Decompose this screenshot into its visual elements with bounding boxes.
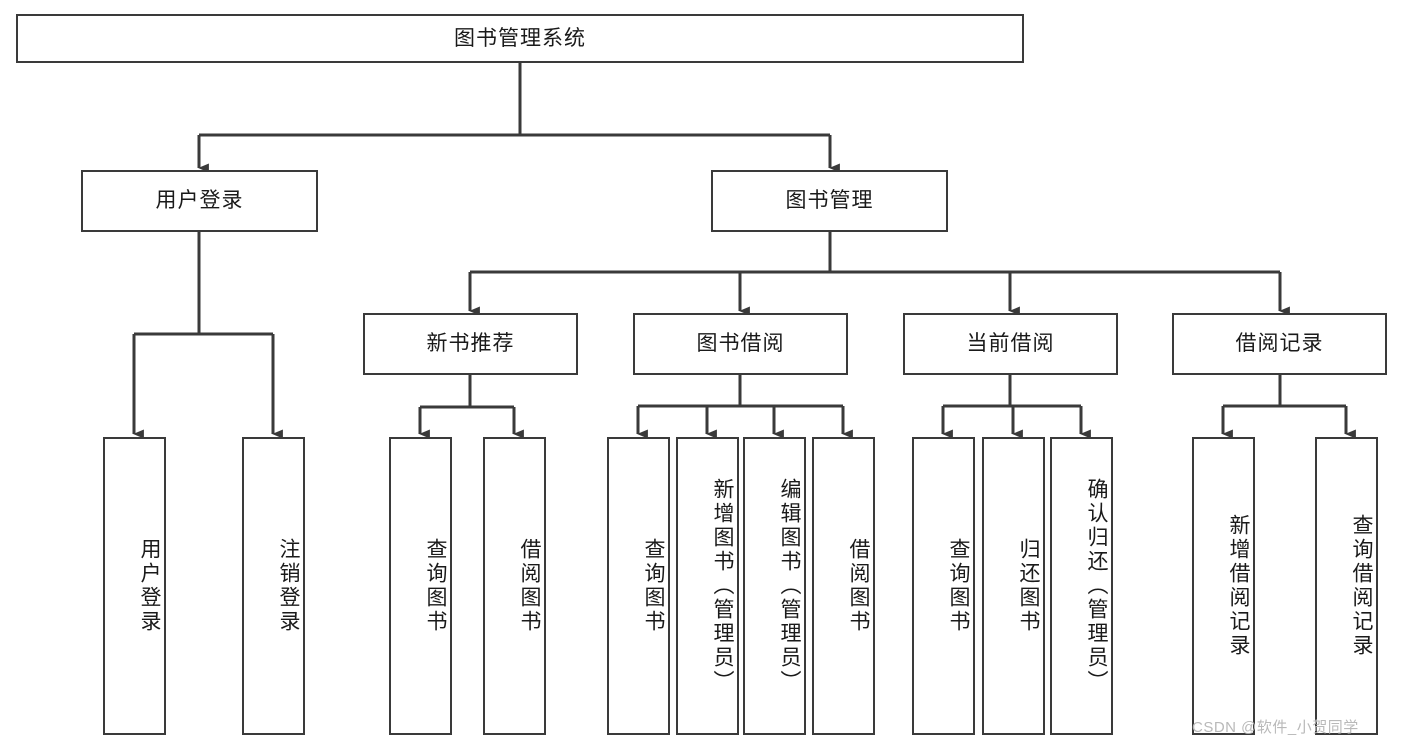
- node-leaf-bb-edit-label: 编辑图书（管理员）: [778, 478, 801, 694]
- node-leaf-cb-confirm[interactable]: 确认归还（管理员）: [1050, 437, 1113, 735]
- node-leaf-rec-borrow[interactable]: 借阅图书: [483, 437, 546, 735]
- node-leaf-cb-return-label: 归还图书: [1017, 538, 1040, 634]
- node-book-manage-label: 图书管理: [785, 189, 874, 213]
- node-leaf-user-logout-label: 注销登录: [277, 538, 300, 634]
- node-leaf-bb-borrow-label: 借阅图书: [847, 538, 870, 634]
- node-leaf-cb-query-label: 查询图书: [947, 538, 970, 634]
- node-user-login[interactable]: 用户登录: [81, 170, 318, 232]
- node-leaf-cb-query[interactable]: 查询图书: [912, 437, 975, 735]
- node-leaf-bb-query[interactable]: 查询图书: [607, 437, 670, 735]
- node-current-borrow[interactable]: 当前借阅: [903, 313, 1118, 375]
- node-leaf-bb-add[interactable]: 新增图书（管理员）: [676, 437, 739, 735]
- node-leaf-rec-query-label: 查询图书: [424, 538, 447, 634]
- node-leaf-user-login-label: 用户登录: [138, 538, 161, 634]
- node-leaf-rec-query[interactable]: 查询图书: [389, 437, 452, 735]
- node-user-login-label: 用户登录: [155, 189, 244, 213]
- csdn-watermark: CSDN @软件_小贺同学: [1192, 719, 1359, 736]
- node-current-borrow-label: 当前借阅: [966, 332, 1055, 356]
- node-book-borrow-label: 图书借阅: [696, 332, 785, 356]
- node-borrow-record[interactable]: 借阅记录: [1172, 313, 1387, 375]
- node-book-manage[interactable]: 图书管理: [711, 170, 948, 232]
- node-borrow-record-label: 借阅记录: [1235, 332, 1324, 356]
- node-root-label: 图书管理系统: [454, 26, 586, 50]
- node-leaf-br-add-label: 新增借阅记录: [1227, 514, 1250, 658]
- node-leaf-bb-borrow[interactable]: 借阅图书: [812, 437, 875, 735]
- node-new-book-rec-label: 新书推荐: [426, 332, 515, 356]
- node-leaf-cb-confirm-label: 确认归还（管理员）: [1085, 478, 1108, 694]
- node-leaf-br-add[interactable]: 新增借阅记录: [1192, 437, 1255, 735]
- node-leaf-br-query-label: 查询借阅记录: [1350, 514, 1373, 658]
- node-leaf-br-query[interactable]: 查询借阅记录: [1315, 437, 1378, 735]
- node-leaf-bb-edit[interactable]: 编辑图书（管理员）: [743, 437, 806, 735]
- node-leaf-bb-query-label: 查询图书: [642, 538, 665, 634]
- node-book-borrow[interactable]: 图书借阅: [633, 313, 848, 375]
- node-leaf-cb-return[interactable]: 归还图书: [982, 437, 1045, 735]
- node-leaf-user-logout[interactable]: 注销登录: [242, 437, 305, 735]
- node-leaf-user-login[interactable]: 用户登录: [103, 437, 166, 735]
- node-leaf-bb-add-label: 新增图书（管理员）: [711, 478, 734, 694]
- node-leaf-rec-borrow-label: 借阅图书: [518, 538, 541, 634]
- node-new-book-rec[interactable]: 新书推荐: [363, 313, 578, 375]
- node-root[interactable]: 图书管理系统: [16, 14, 1024, 63]
